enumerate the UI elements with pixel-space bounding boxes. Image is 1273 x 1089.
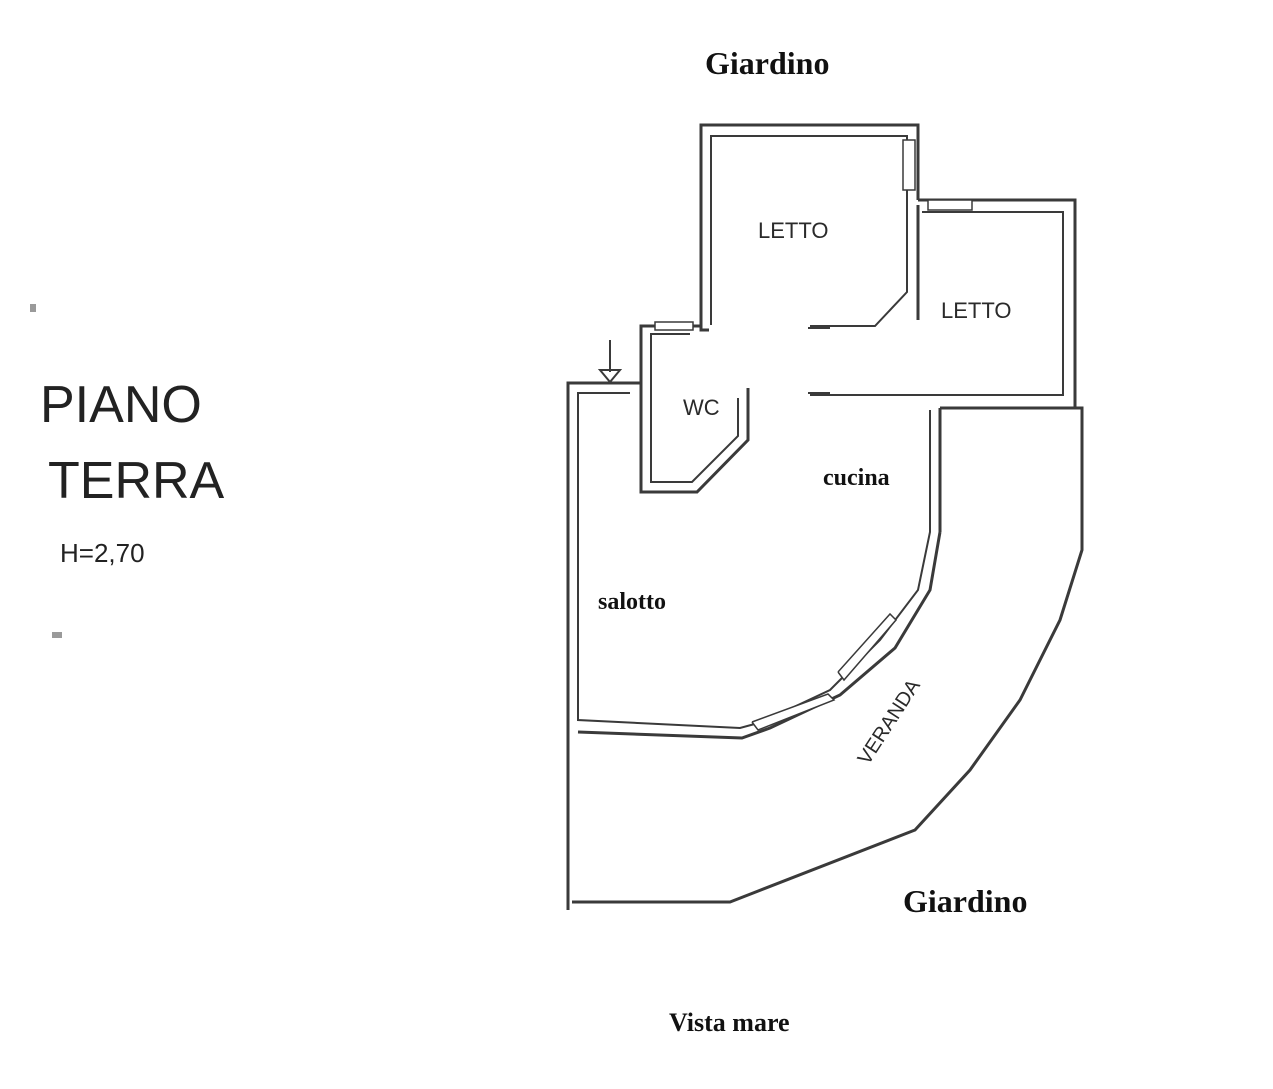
room-label-veranda: VERANDA: [854, 675, 925, 769]
scan-speck: [52, 632, 62, 638]
bedroom-2-window: [927, 199, 973, 211]
garden-label-bottom: Giardino: [903, 883, 1027, 919]
sea-view-label: Vista mare: [669, 1008, 790, 1037]
room-label-salotto: salotto: [598, 589, 666, 615]
bedroom-2-walls: [810, 198, 1077, 410]
surrounding-labels: Giardino Giardino Vista mare: [669, 45, 1027, 1037]
scan-speck: [30, 304, 36, 312]
plan-title-line1: PIANO: [40, 376, 202, 434]
room-label-letto-1: LETTO: [758, 218, 829, 243]
bedroom-1-window: [902, 139, 916, 191]
living-window-2: [837, 612, 898, 682]
living-window-1: [751, 693, 836, 731]
room-label-cucina: cucina: [823, 465, 890, 491]
veranda-outline: [566, 406, 1084, 910]
plan-title-block: PIANO TERRA H=2,70: [30, 304, 225, 638]
wc-window: [654, 321, 694, 331]
room-label-wc: WC: [683, 395, 720, 420]
living-kitchen-walls: [566, 381, 942, 910]
garden-label-top: Giardino: [705, 45, 829, 81]
wc-walls: [639, 321, 830, 494]
ceiling-height-note: H=2,70: [60, 538, 145, 568]
plan-title-line2: TERRA: [48, 452, 225, 510]
entrance-marker: [597, 340, 623, 384]
room-label-letto-2: LETTO: [941, 298, 1012, 323]
